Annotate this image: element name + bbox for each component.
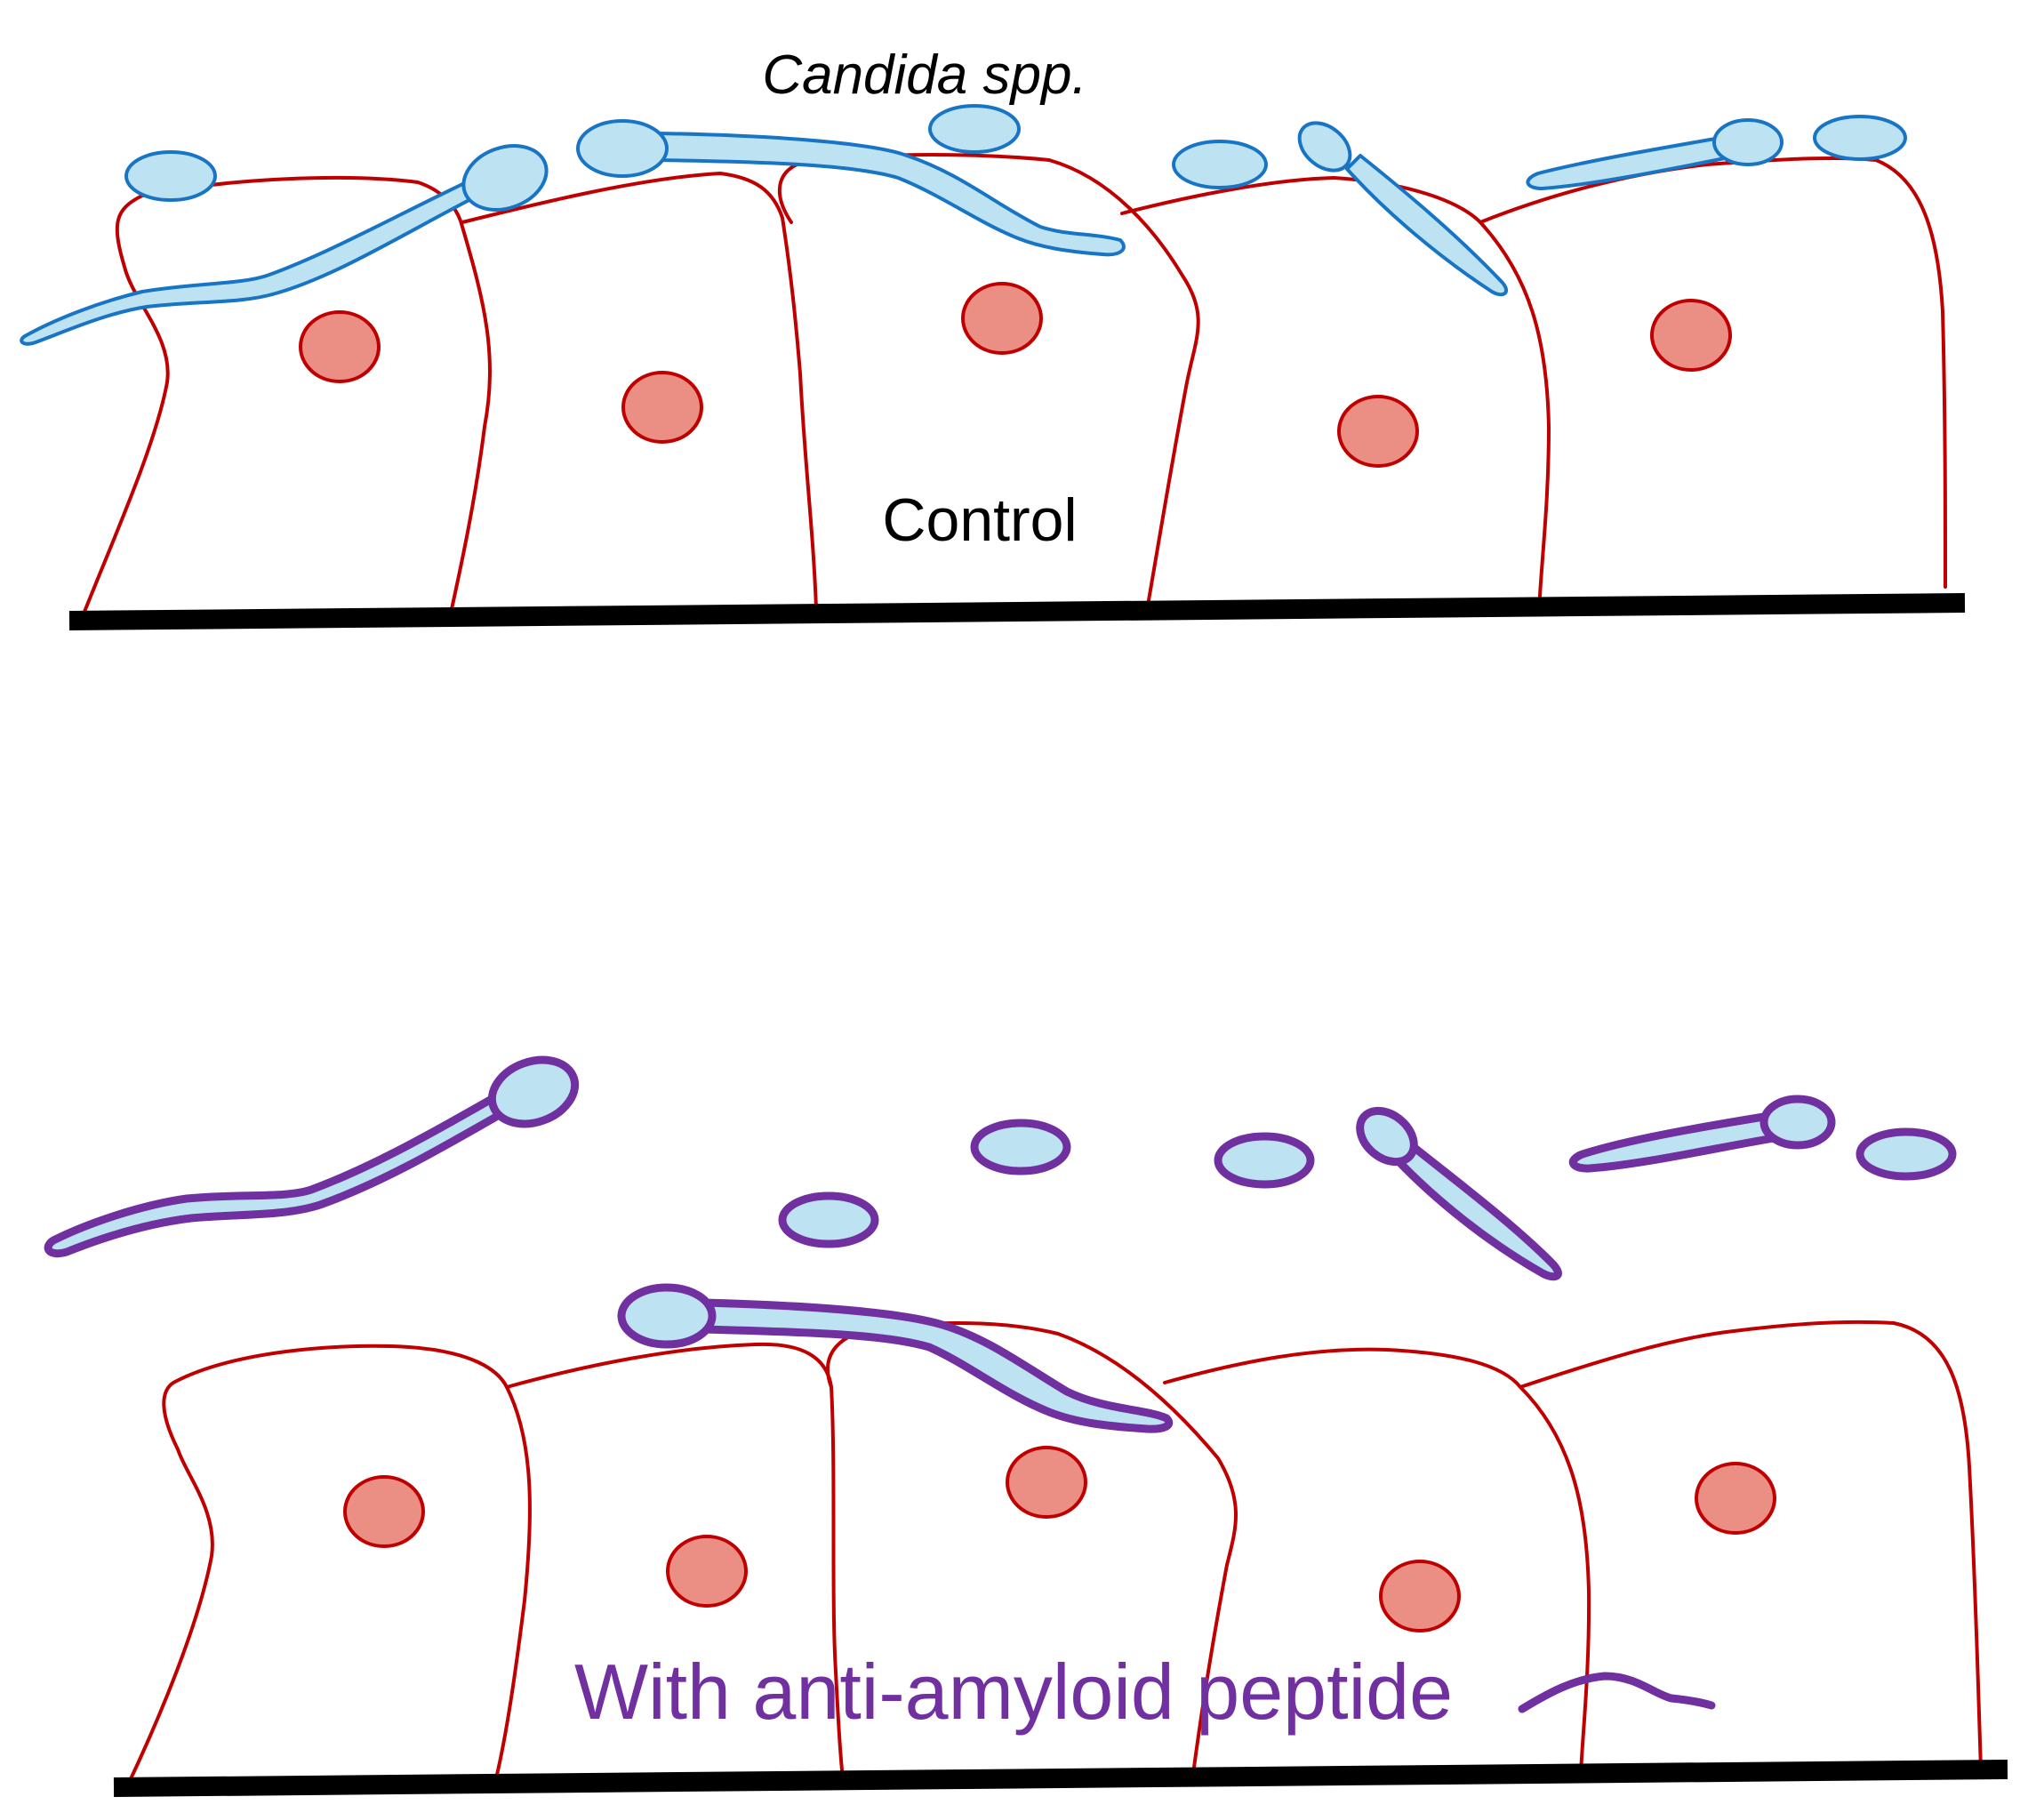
control-yeast-7 xyxy=(1712,118,1783,166)
treatment-nucleus-1 xyxy=(343,1475,425,1548)
treatment-yeast-5 xyxy=(1356,1106,1418,1167)
treatment-yeast-3 xyxy=(970,1119,1071,1175)
treatment-hypha-2 xyxy=(698,1298,1174,1433)
control-nuclei xyxy=(299,282,1732,468)
treatment-candida xyxy=(44,1055,1957,1433)
treatment-yeast-6 xyxy=(1759,1095,1836,1150)
control-hypha-1 xyxy=(20,176,486,346)
treatment-yeast-1 xyxy=(487,1055,580,1128)
control-nucleus-5 xyxy=(1650,299,1732,372)
treatment-nuclei xyxy=(343,1446,1776,1633)
treatment-basement-membrane xyxy=(113,1760,2008,1797)
organism-label: Candida spp. xyxy=(762,44,1086,106)
treatment-nucleus-4 xyxy=(1379,1560,1461,1633)
treatment-nucleus-3 xyxy=(1006,1446,1087,1519)
control-label: Control xyxy=(882,486,1077,554)
control-nucleus-4 xyxy=(1337,395,1419,468)
control-cell-2-top xyxy=(461,172,818,611)
treatment-nucleus-5 xyxy=(1695,1462,1776,1535)
treatment-hypha-3 xyxy=(1393,1143,1562,1281)
control-candida xyxy=(20,104,1907,346)
control-cell-1 xyxy=(83,176,492,614)
control-panel: Candida spp. Control xyxy=(20,44,1966,630)
control-nucleus-3 xyxy=(961,282,1043,355)
treatment-yeast-7 xyxy=(1856,1127,1957,1181)
control-yeast-4 xyxy=(928,104,1021,154)
control-basement-membrane xyxy=(68,593,1966,630)
treatment-hypha-1 xyxy=(44,1091,513,1258)
treatment-panel: With anti-amyloid peptide xyxy=(44,1055,2008,1797)
treatment-nucleus-2 xyxy=(666,1535,748,1608)
treatment-cell-1 xyxy=(127,1344,532,1785)
control-yeast-5 xyxy=(1172,140,1268,189)
control-nucleus-2 xyxy=(621,371,703,444)
control-yeast-3 xyxy=(576,119,669,178)
control-yeast-8 xyxy=(1813,115,1907,161)
control-hypha-4 xyxy=(1526,136,1727,190)
control-yeast-1 xyxy=(461,144,549,212)
treatment-yeast-4 xyxy=(1214,1132,1315,1189)
treatment-hypha-4 xyxy=(1568,1111,1778,1173)
treatment-label: With anti-amyloid peptide xyxy=(574,1648,1453,1736)
control-yeast-2 xyxy=(124,150,217,202)
treatment-cell-5-top xyxy=(1519,1320,1983,1771)
control-yeast-6 xyxy=(1297,121,1352,172)
treatment-yeast-8 xyxy=(617,1283,717,1349)
treatment-yeast-2 xyxy=(778,1191,879,1248)
treatment-cell-4-top xyxy=(1163,1347,1591,1776)
control-hypha-2 xyxy=(656,132,1126,257)
control-cell-5-top xyxy=(1479,156,1947,589)
control-nucleus-1 xyxy=(299,310,381,383)
peptide-icon xyxy=(1518,1672,1716,1713)
control-hypha-3 xyxy=(1345,154,1509,297)
